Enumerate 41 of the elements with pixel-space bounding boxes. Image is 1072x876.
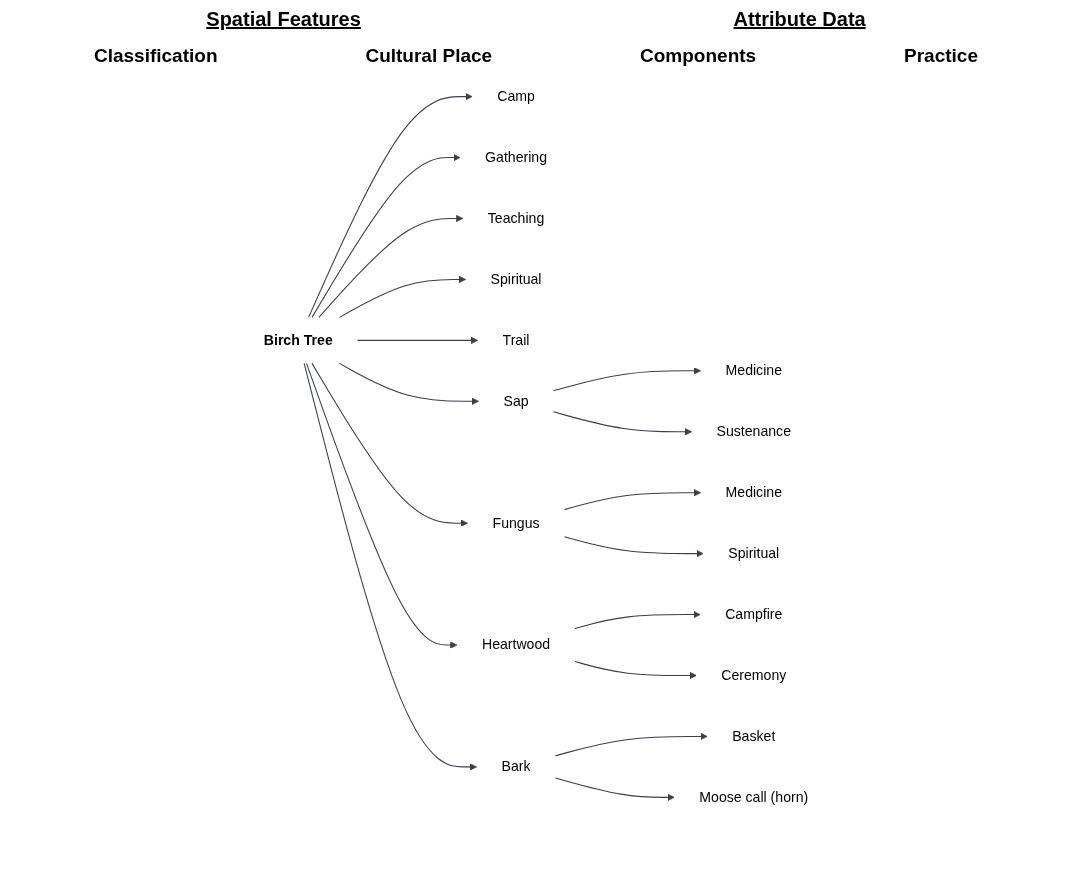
node-text: Moose call (horn) (699, 789, 809, 806)
arrow (552, 411, 692, 436)
column-heading: Practice (904, 45, 978, 67)
arrow (357, 336, 479, 344)
section-heading: Attribute Data (733, 8, 866, 31)
arrow (338, 362, 479, 405)
node-text: Medicine (725, 362, 782, 379)
column-heading: Classification (93, 45, 218, 67)
arrow (554, 777, 675, 801)
node-text: Bark (501, 758, 531, 775)
node-text: Heartwood (481, 636, 551, 653)
arrow (563, 536, 704, 558)
node-text: Gathering (485, 149, 547, 166)
column-heading: Components (640, 45, 757, 67)
arrow (338, 275, 467, 318)
arrow (563, 489, 702, 511)
node-text: Basket (732, 728, 776, 745)
column-heading: Cultural Place (365, 45, 493, 67)
node-text: Ceremony (721, 667, 787, 684)
node-text: Birch Tree (263, 332, 333, 349)
node-text: Campfire (725, 606, 783, 623)
arrow (311, 153, 461, 318)
node-text: Sap (503, 393, 529, 409)
arrow (574, 610, 701, 630)
node-text: Fungus (492, 515, 540, 531)
arrow (308, 93, 473, 318)
node-text: Trail (502, 332, 530, 349)
arrow (574, 661, 697, 680)
node-text: Spiritual (490, 271, 542, 288)
node-text: Spiritual (728, 545, 780, 562)
arrow (554, 732, 708, 757)
node-text: Sustenance (716, 423, 791, 440)
node-text: Camp (497, 88, 535, 105)
section-heading: Spatial Features (206, 8, 361, 31)
arrow (552, 367, 702, 392)
node-text: Teaching (487, 210, 545, 227)
arrow (311, 362, 468, 527)
arrow (305, 362, 458, 649)
arrow (303, 362, 477, 771)
node-text: Medicine (725, 484, 782, 501)
arrow (318, 214, 464, 318)
